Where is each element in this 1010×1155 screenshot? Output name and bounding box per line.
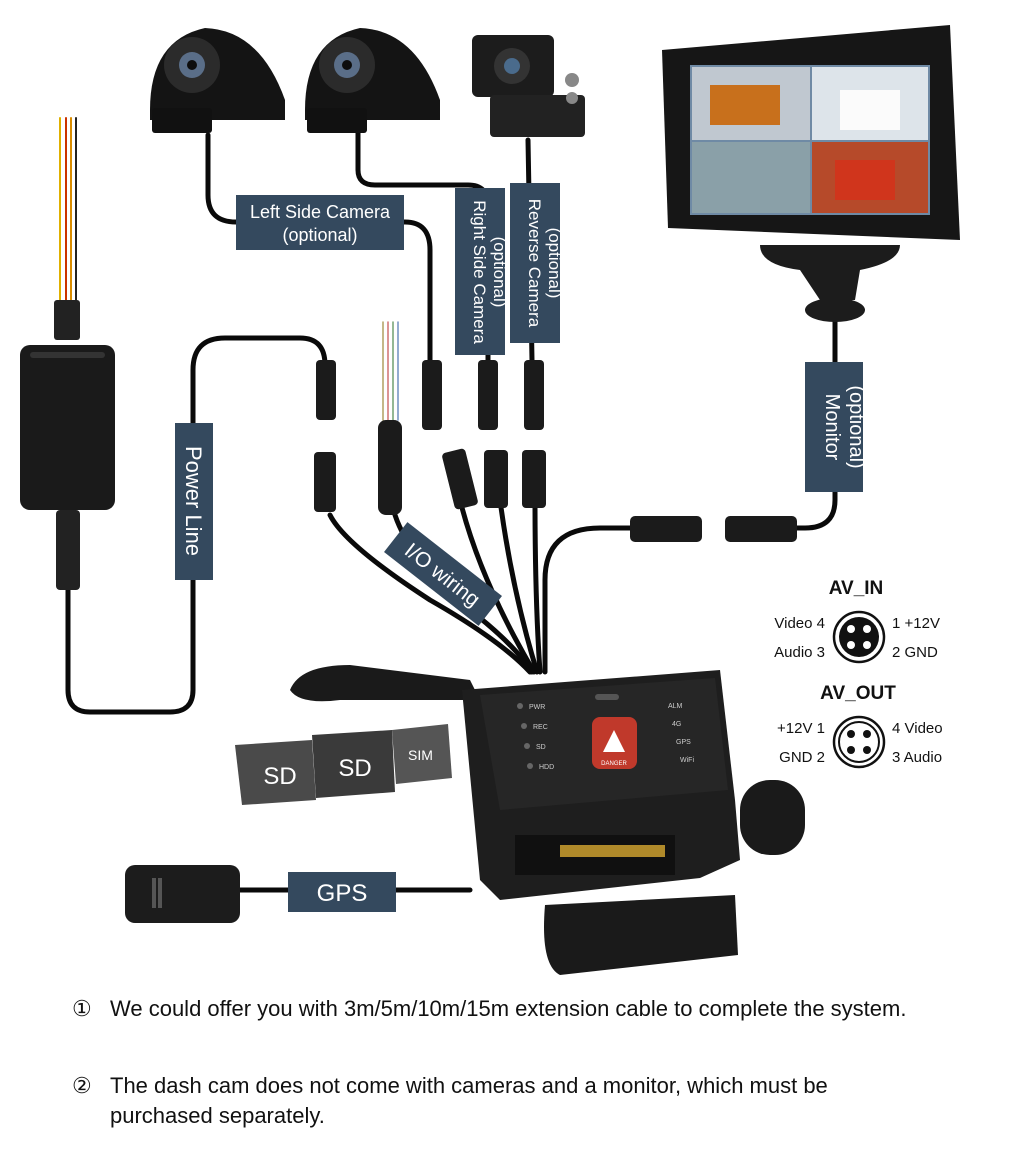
svg-text:(optional): (optional)	[282, 225, 357, 245]
note-2-number: ②	[72, 1071, 92, 1101]
svg-text:(optional): (optional)	[545, 228, 564, 299]
monitor	[662, 25, 960, 322]
led-sd: SD	[536, 744, 546, 751]
av-out-pin-video: 4 Video	[892, 720, 943, 737]
monitor-connector-right	[725, 516, 797, 542]
note-2: ② The dash cam does not come with camera…	[72, 1071, 932, 1131]
dashcam-mount	[290, 665, 480, 701]
svg-text:(optional): (optional)	[845, 385, 867, 468]
svg-text:Reverse Camera: Reverse Camera	[525, 199, 544, 328]
av-out-pin-audio: 3 Audio	[892, 749, 942, 766]
right-camera-connector-top	[478, 360, 498, 430]
svg-text:Right Side Camera: Right Side Camera	[470, 200, 489, 344]
label-monitor: Monitor (optional)	[805, 362, 867, 492]
av-in-pin-12v: 1 +12V	[892, 615, 940, 632]
note-1: ① We could offer you with 3m/5m/10m/15m …	[72, 994, 932, 1024]
led-pwr: PWR	[529, 704, 545, 711]
svg-text:Left Side Camera: Left Side Camera	[250, 202, 391, 222]
gps-module	[125, 865, 240, 923]
av-in-pinout: AV_IN Video 4 Audio 3 1 +12V 2 GND	[774, 578, 940, 662]
av-in-pin-gnd: 2 GND	[892, 644, 938, 661]
svg-text:Monitor: Monitor	[821, 394, 843, 461]
label-left-side-camera: Left Side Camera (optional)	[236, 195, 404, 250]
left-side-camera	[150, 28, 285, 133]
dashcam-lens-barrel	[740, 780, 805, 855]
reverse-camera	[472, 35, 585, 137]
dashcam-cover	[544, 895, 738, 975]
led-hdd: HDD	[539, 764, 554, 771]
reverse-camera-connector-top	[524, 360, 544, 430]
sos-label: DANGER	[601, 761, 627, 767]
power-connector-bottom	[314, 452, 336, 512]
label-power-line: Power Line	[175, 423, 213, 580]
storage-cards: SD SD SIM	[235, 724, 452, 805]
monitor-connector-left	[630, 516, 702, 542]
av-in-pin-video: Video 4	[774, 615, 825, 632]
note-1-text: We could offer you with 3m/5m/10m/15m ex…	[72, 994, 932, 1024]
svg-text:GPS: GPS	[317, 880, 368, 907]
led-alm: ALM	[668, 703, 683, 710]
right-camera-connector-bottom	[484, 450, 508, 508]
label-gps: GPS	[288, 872, 396, 912]
label-reverse-camera: Reverse Camera (optional)	[510, 183, 564, 343]
reverse-camera-connector-bottom	[522, 450, 546, 508]
av-in-pin-audio: Audio 3	[774, 644, 825, 661]
note-2-text: The dash cam does not come with cameras …	[72, 1071, 932, 1131]
av-out-pin-12v: +12V 1	[777, 720, 825, 737]
label-right-side-camera: Right Side Camera (optional)	[455, 188, 509, 355]
av-in-title: AV_IN	[829, 578, 884, 599]
svg-text:Power Line: Power Line	[181, 446, 206, 556]
led-4g: 4G	[672, 721, 681, 728]
right-side-camera	[305, 28, 440, 133]
connectors	[314, 360, 797, 542]
sd-card-2-label: SD	[338, 755, 371, 782]
left-camera-connector-top	[422, 360, 442, 430]
dashcam: DANGER PWR REC SD HDD ALM 4G GPS WiFi	[290, 665, 805, 975]
av-out-title: AV_OUT	[820, 683, 896, 704]
power-connector-top	[316, 360, 336, 420]
led-rec: REC	[533, 724, 548, 731]
note-1-number: ①	[72, 994, 92, 1024]
power-converter-box	[20, 300, 115, 590]
left-camera-connector-bottom	[441, 448, 478, 510]
svg-text:(optional): (optional)	[490, 237, 509, 308]
av-out-pinout: AV_OUT +12V 1 GND 2 4 Video 3 Audio	[777, 683, 943, 767]
sim-card-label: SIM	[408, 747, 433, 763]
led-wifi: WiFi	[680, 757, 694, 764]
led-gps: GPS	[676, 739, 691, 746]
io-connector	[378, 420, 402, 515]
sd-card-1-label: SD	[263, 763, 296, 790]
av-out-pin-gnd: GND 2	[779, 749, 825, 766]
